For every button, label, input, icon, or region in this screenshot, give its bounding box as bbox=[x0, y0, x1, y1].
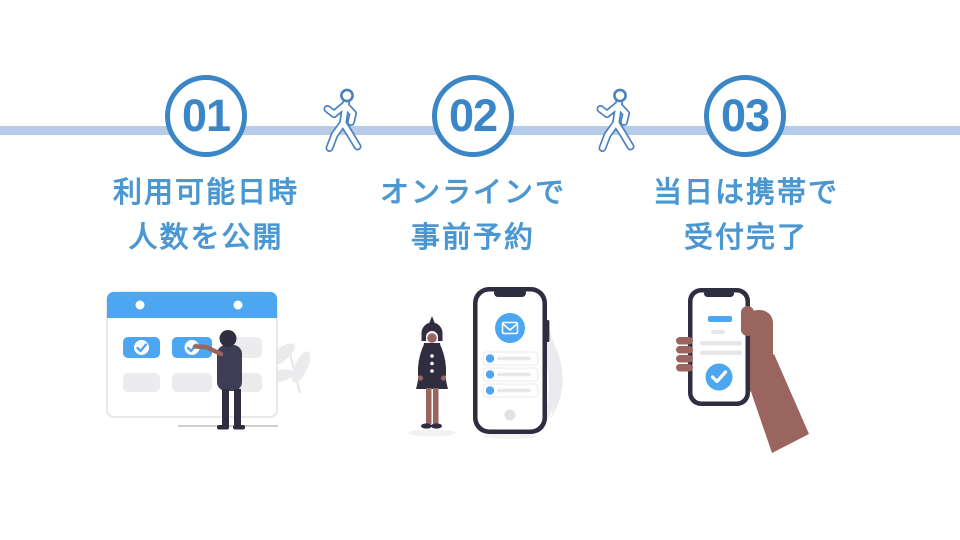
step-2-label: オンラインで 事前予約 bbox=[323, 171, 623, 261]
ground-shadow bbox=[483, 433, 537, 439]
phone-side-button bbox=[546, 320, 550, 342]
check-icon bbox=[136, 343, 148, 353]
date-cell bbox=[123, 373, 160, 392]
step-1-label-line1: 利用可能日時 bbox=[112, 177, 299, 209]
step-1-number-badge: 01 bbox=[165, 75, 247, 157]
booking-list-row bbox=[482, 367, 539, 382]
text-line bbox=[700, 350, 742, 355]
calendar-pin-dot bbox=[233, 300, 243, 310]
thumb bbox=[741, 306, 754, 336]
online-booking-illustration bbox=[408, 287, 563, 439]
calendar-illustration bbox=[106, 291, 311, 430]
step-3-label-line2: 受付完了 bbox=[683, 222, 808, 254]
bullet-dot bbox=[485, 386, 495, 395]
step-3-label-line1: 当日は携帯で bbox=[652, 177, 839, 209]
step-2-number-badge: 02 bbox=[432, 75, 514, 157]
leaf-decoration bbox=[548, 347, 563, 420]
booking-list-row bbox=[482, 351, 539, 366]
woman-figure bbox=[416, 316, 448, 429]
step-1-label-line2: 人数を公開 bbox=[128, 222, 284, 254]
step-3-label: 当日は携帯で 受付完了 bbox=[596, 171, 896, 261]
calendar-pin-dot bbox=[135, 300, 145, 310]
hand bbox=[745, 310, 809, 453]
hand-holding-phone-illustration bbox=[676, 288, 809, 453]
bullet-dot bbox=[485, 370, 495, 379]
text-line bbox=[700, 341, 742, 346]
check-icon bbox=[710, 370, 728, 384]
phone-notch bbox=[494, 289, 526, 297]
phone-home-button bbox=[504, 409, 516, 421]
step-3-number: 03 bbox=[720, 89, 770, 141]
bullet-dot bbox=[485, 354, 495, 363]
title-bar bbox=[708, 316, 732, 322]
walking-person-icon bbox=[596, 88, 635, 152]
calendar-header bbox=[107, 292, 277, 318]
date-cell bbox=[172, 373, 212, 392]
step-2-label-line2: 事前予約 bbox=[410, 222, 535, 254]
step-2-label-line1: オンラインで bbox=[379, 177, 566, 209]
smartphone bbox=[473, 287, 550, 434]
smartphone bbox=[688, 288, 750, 406]
step-1-label: 利用可能日時 人数を公開 bbox=[56, 171, 356, 261]
walking-person-icon bbox=[323, 88, 362, 152]
step-2-number: 02 bbox=[448, 89, 498, 141]
step-1-number: 01 bbox=[181, 89, 231, 141]
phone-notch bbox=[704, 290, 734, 297]
person-selecting-date bbox=[192, 330, 245, 430]
hand-fingers bbox=[676, 306, 754, 372]
booking-list-row bbox=[482, 383, 539, 398]
step-3-number-badge: 03 bbox=[704, 75, 786, 157]
envelope-icon bbox=[501, 321, 519, 335]
text-line bbox=[711, 330, 725, 334]
ground-shadow bbox=[408, 429, 456, 437]
